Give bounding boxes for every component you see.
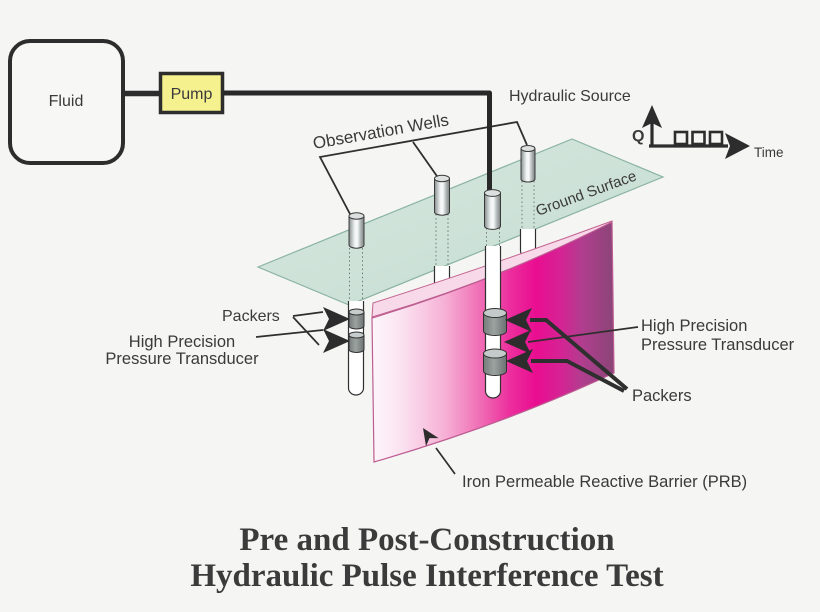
well4-stub <box>520 145 536 183</box>
well3-packer-top <box>483 308 507 318</box>
well1-stub <box>348 212 365 249</box>
right-arrow-middle-icon <box>504 330 531 354</box>
well-stubs <box>348 145 536 249</box>
pulse-square-icon <box>708 130 724 146</box>
hydraulic-source-label: Hydraulic Source <box>509 88 631 105</box>
right-transducer-label-line1: High Precision <box>641 317 747 335</box>
left-arrow-top-icon <box>323 307 350 331</box>
prb-callout: Iron Permeable Reactive Barrier (PRB) <box>423 428 747 491</box>
right-callouts: High Precision Pressure Transducer Packe… <box>504 308 795 405</box>
left-packers-label: Packers <box>222 308 280 325</box>
q-axis-label: Q <box>632 128 644 145</box>
well-casing-dotted-lines <box>349 181 535 301</box>
left-callouts: Packers High Precision Pressure Transduc… <box>105 307 350 368</box>
well3-stub <box>484 189 501 230</box>
title-line1: Pre and Post-Construction <box>239 522 614 558</box>
pump-box: Pump <box>158 71 225 115</box>
title-line2: Hydraulic Pulse Interference Test <box>190 558 663 594</box>
well1-packer-top <box>348 308 365 316</box>
left-transducer-label-line2: Pressure Transducer <box>105 350 259 368</box>
prb-label: Iron Permeable Reactive Barrier (PRB) <box>462 473 747 491</box>
fluid-label: Fluid <box>49 93 84 110</box>
well1-packers <box>348 308 365 353</box>
time-axis-label: Time <box>754 145 784 160</box>
left-arrow-bottom-icon <box>323 329 350 353</box>
right-arrow-top-icon <box>505 308 532 332</box>
fluid-tank: Fluid <box>8 39 125 165</box>
prb-arrow-icon <box>423 428 439 447</box>
pump-label: Pump <box>171 86 213 103</box>
pulse-square-icon <box>691 130 706 146</box>
left-transducer-label-line1: High Precision <box>129 333 235 351</box>
observation-wells-leaders <box>318 120 528 215</box>
time-axis-arrow-icon <box>725 133 750 159</box>
pulse-square-icon <box>673 130 689 146</box>
pulse-train-icon <box>673 130 724 146</box>
well2-stub <box>434 174 450 216</box>
right-packers-label: Packers <box>632 387 692 405</box>
well3-packer-bottom <box>483 348 507 359</box>
right-transducer-label-line2: Pressure Transducer <box>641 336 795 354</box>
pulse-graph: Q Time <box>632 105 784 160</box>
q-axis-arrow-icon <box>642 105 662 128</box>
right-arrow-bottom-icon <box>506 349 533 373</box>
well1-packer-bottom <box>348 331 365 339</box>
well3-packers <box>483 308 507 376</box>
hydraulic-source-pipe <box>223 90 492 199</box>
